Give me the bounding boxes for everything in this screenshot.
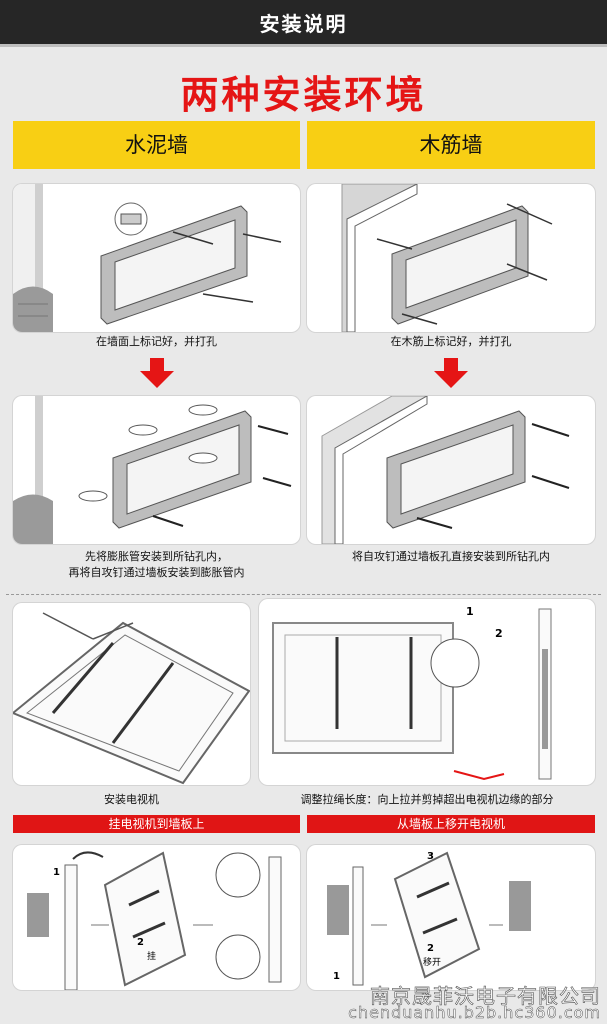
top-bar: 安装说明 xyxy=(0,0,607,47)
illustration-install-tv xyxy=(13,603,250,785)
step-number: 1 xyxy=(53,867,60,878)
down-arrow-icon xyxy=(434,358,468,388)
caption-adjust-cord: 调整拉绳长度：向上拉并剪掉超出电视机边缘的部分 xyxy=(300,793,554,806)
caption-concrete-step2-line2: 再将自攻钉通过墙板安装到膨胀管内 xyxy=(68,566,245,579)
illustration-adjust-cord: 1 2 xyxy=(259,599,595,785)
divider xyxy=(6,594,601,595)
caption-install-tv: 安装电视机 xyxy=(104,793,159,806)
step-number: 1 xyxy=(333,971,340,982)
watermark-company: 南京晟菲沃电子有限公司 xyxy=(370,984,601,1009)
down-arrow-icon xyxy=(140,358,174,388)
step-number: 3 xyxy=(427,851,434,862)
caption-wood-step2: 将自攻钉通过墙板孔直接安装到所钻孔内 xyxy=(352,550,550,563)
illustration-remove-tv: 3 2 移开 1 xyxy=(307,845,595,990)
illustration-wood-drill xyxy=(307,184,595,332)
watermark-url: chenduanhu.b2b.hc360.com xyxy=(348,1003,601,1023)
section-remove-tv: 从墙板上移开电视机 xyxy=(307,815,595,833)
caption-wood-step1: 在木筋上标记好，并打孔 xyxy=(390,335,512,348)
headline: 两种安装环境 xyxy=(180,73,427,117)
step-number: 2 xyxy=(427,943,434,954)
illustration-concrete-anchors xyxy=(13,396,300,544)
hang-label: 挂 xyxy=(147,952,157,962)
caption-concrete-step1: 在墙面上标记好，并打孔 xyxy=(96,335,217,348)
illustration-hang-tv: 1 2 挂 xyxy=(13,845,300,990)
page-title: 安装说明 xyxy=(259,12,348,36)
caption-concrete-step2-line1: 先将膨胀管安装到所钻孔内， xyxy=(85,550,228,563)
step-number: 2 xyxy=(137,937,144,948)
move-label: 移开 xyxy=(423,958,442,968)
column-header-wood: 木筋墙 xyxy=(307,121,595,169)
column-header-concrete: 水泥墙 xyxy=(13,121,300,169)
illustration-wood-screws xyxy=(307,396,595,544)
step-number: 1 xyxy=(466,605,474,618)
illustration-concrete-drill xyxy=(13,184,300,332)
step-number: 2 xyxy=(495,627,503,640)
section-hang-tv: 挂电视机到墙板上 xyxy=(13,815,300,833)
